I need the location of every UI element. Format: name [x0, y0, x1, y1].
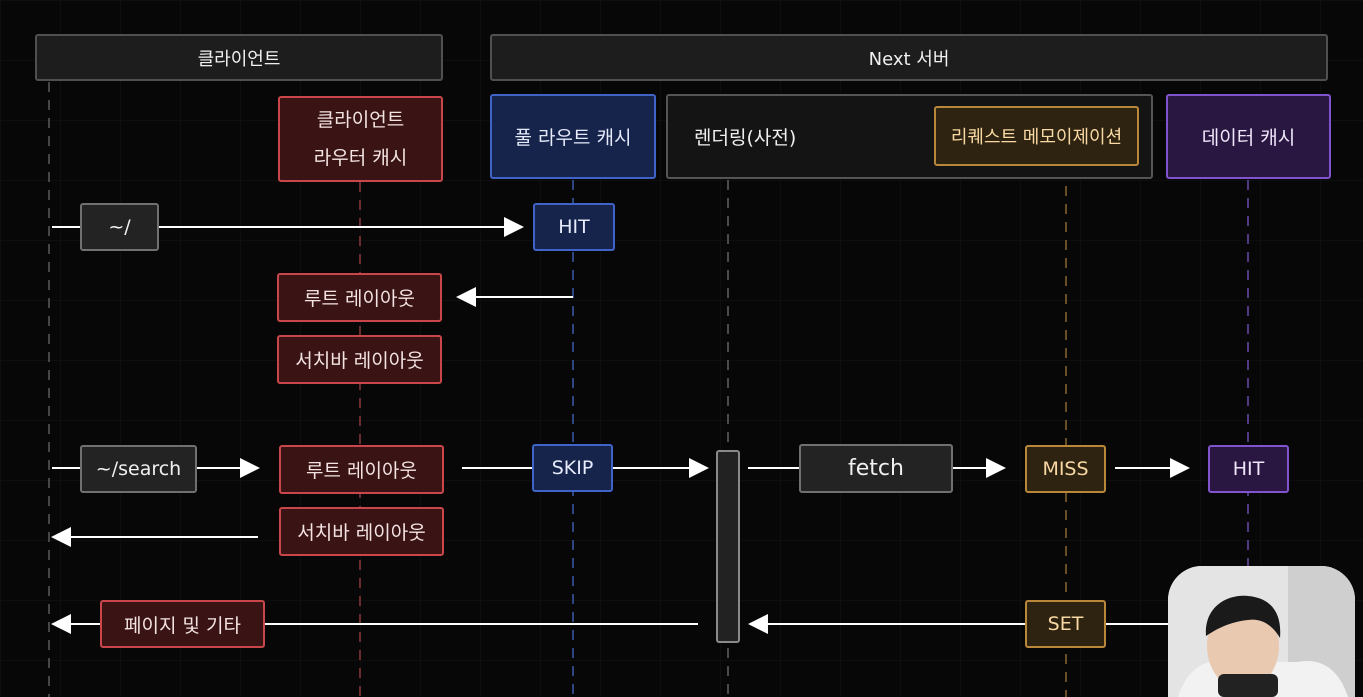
- request-memo-lane: 리퀘스트 메모이제이션: [934, 106, 1139, 166]
- returned-searchbar-layout-2: 서치바 레이아웃: [279, 507, 444, 556]
- route-search-box: ~/search: [80, 445, 197, 493]
- data-cache-lane: 데이터 캐시: [1166, 94, 1331, 179]
- route-root-box: ~/: [80, 203, 159, 251]
- returned-searchbar-layout: 서치바 레이아웃: [277, 335, 442, 384]
- fetch-box: fetch: [799, 444, 953, 493]
- presenter-webcam-icon: [1168, 566, 1355, 697]
- router-cache-lane: 클라이언트 라우터 캐시: [278, 96, 443, 182]
- rendering-activation-bar: [716, 450, 740, 643]
- full-route-cache-lane: 풀 라우트 캐시: [490, 94, 656, 179]
- full-route-hit-badge: HIT: [533, 203, 615, 251]
- full-route-skip-badge: SKIP: [532, 444, 613, 492]
- client-header: 클라이언트: [35, 34, 443, 81]
- returned-page-etc: 페이지 및 기타: [100, 600, 265, 648]
- memo-miss-badge: MISS: [1025, 445, 1106, 493]
- server-header: Next 서버: [490, 34, 1328, 81]
- returned-root-layout: 루트 레이아웃: [277, 273, 442, 322]
- router-cache-line-2: 라우터 캐시: [313, 147, 408, 169]
- memo-set-badge: SET: [1025, 600, 1106, 648]
- sent-root-layout: 루트 레이아웃: [279, 445, 444, 494]
- rendering-lane-label: 렌더링(사전): [694, 127, 797, 149]
- router-cache-line-1: 클라이언트: [316, 109, 405, 131]
- data-cache-hit-badge: HIT: [1208, 445, 1289, 493]
